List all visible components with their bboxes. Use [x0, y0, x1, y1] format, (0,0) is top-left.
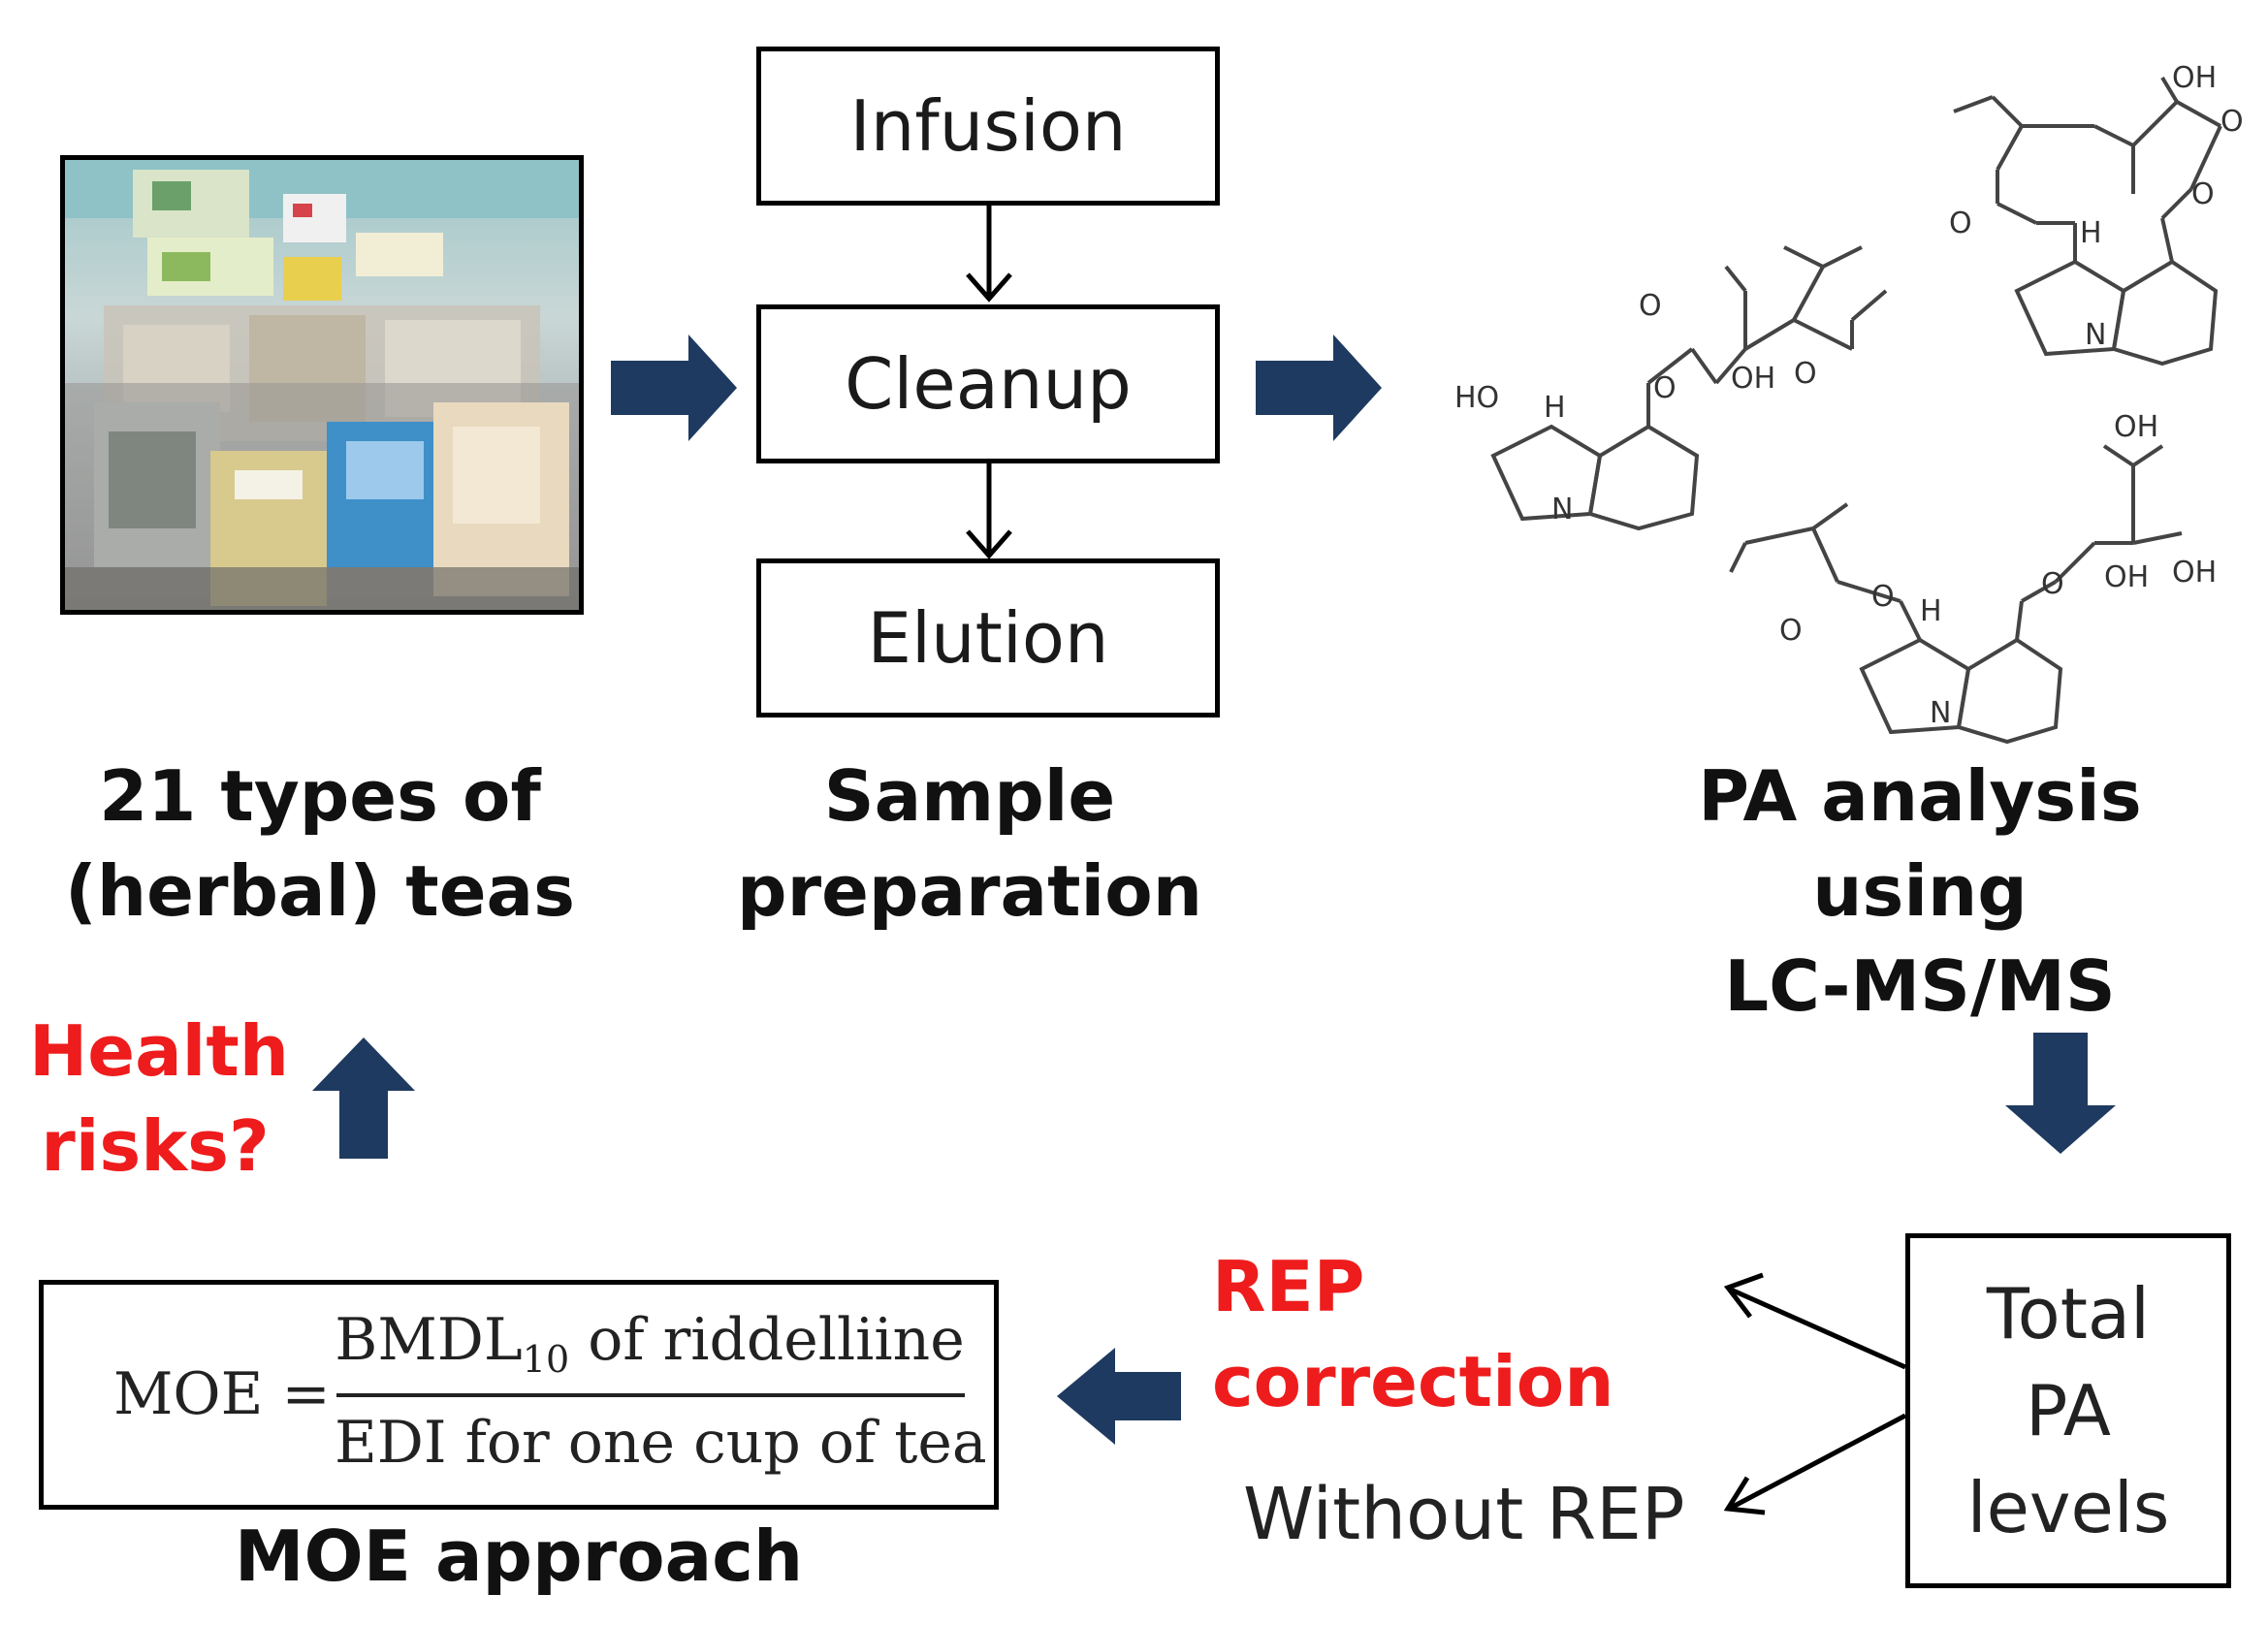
atom-label: OH — [2114, 410, 2158, 444]
total-pa-levels-text: Total PA levels — [1967, 1265, 2170, 1556]
branch-to-without-rep — [1729, 1413, 1907, 1511]
caption-sample-preparation: Sample preparation — [737, 749, 1202, 939]
arrow-prep-to-analysis — [1256, 335, 1382, 441]
atom-label: H — [2080, 216, 2102, 250]
caption-herbal-teas: 21 types of (herbal) teas — [58, 749, 582, 939]
numerator-subscript: 10 — [522, 1338, 570, 1381]
caption-line: MOE approach — [234, 1515, 804, 1597]
health-risks-line: Health — [29, 1010, 290, 1092]
total-pa-levels-box: Total PA levels — [1905, 1233, 2231, 1588]
health-risks-label: Health risks? — [29, 1004, 290, 1194]
atom-label: O — [2191, 177, 2215, 211]
step-infusion-label: Infusion — [849, 85, 1127, 167]
structure-molecule-top — [1953, 76, 2222, 367]
arrowhead-without — [1723, 1476, 1766, 1515]
atom-label: OH — [1731, 362, 1775, 396]
rep-correction-label: REP correction — [1212, 1239, 1716, 1429]
structure-molecule-bottom — [1729, 444, 2183, 745]
structure-atom-labels: HO H N O O OH O OH O O H N O OH O O O H … — [1454, 61, 2244, 730]
arrow-analysis-down — [2005, 1033, 2116, 1154]
caption-line: 21 types of — [99, 755, 541, 837]
atom-label: H — [1920, 594, 1942, 628]
moe-formula-denominator: EDI for one cup of tea — [335, 1409, 987, 1477]
step-elution-box: Elution — [756, 558, 1220, 717]
arrow-up-health — [312, 1037, 415, 1159]
step-elution-label: Elution — [867, 597, 1109, 679]
step-infusion-box: Infusion — [756, 47, 1220, 206]
tea-packages-image — [65, 160, 579, 610]
caption-line: Sample — [823, 755, 1116, 837]
atom-label: O — [1779, 614, 1803, 648]
numerator-rest: of riddelliine — [569, 1306, 965, 1374]
atom-label: O — [1639, 289, 1662, 323]
arrowhead-cleanup-elution — [966, 529, 1012, 559]
arrow-photo-to-prep — [611, 335, 737, 441]
without-rep-label: Without REP — [1243, 1473, 1685, 1556]
atom-label: N — [1930, 696, 1951, 730]
atom-label: O — [1653, 371, 1677, 405]
moe-formula-box: MOE = BMDL10 of riddelliine EDI for one … — [39, 1280, 999, 1510]
atom-label: HO — [1454, 381, 1499, 415]
moe-formula-lhs: MOE = — [113, 1360, 331, 1428]
fraction-bar — [336, 1393, 965, 1397]
atom-label: N — [1551, 493, 1573, 526]
caption-line: PA analysis using — [1698, 755, 2142, 932]
caption-line: preparation — [737, 850, 1202, 932]
arrow-to-moe — [1057, 1348, 1181, 1445]
moe-formula-numerator: BMDL10 of riddelliine — [335, 1306, 965, 1381]
herbal-tea-photo — [60, 155, 584, 615]
structure-molecule-left — [1490, 245, 1888, 531]
arrowhead-infusion-cleanup — [966, 272, 1012, 303]
step-cleanup-box: Cleanup — [756, 304, 1220, 463]
caption-line: LC-MS/MS — [1724, 945, 2116, 1027]
arrowhead-rep — [1723, 1272, 1764, 1319]
atom-label: OH — [2172, 556, 2217, 590]
atom-label: O — [1871, 580, 1895, 614]
total-pa-line: levels — [1966, 1467, 2170, 1548]
numerator-main: BMDL — [335, 1306, 523, 1374]
atom-label: O — [1794, 357, 1817, 391]
atom-label: O — [2220, 105, 2244, 139]
step-cleanup-label: Cleanup — [845, 343, 1132, 425]
branch-to-rep-correction — [1729, 1287, 1907, 1370]
atom-label: O — [2041, 567, 2064, 601]
caption-pa-analysis: PA analysis using LC-MS/MS — [1590, 749, 2250, 1034]
health-risks-line: risks? — [41, 1105, 270, 1187]
rep-correction-text: REP correction — [1212, 1246, 1614, 1422]
atom-label: N — [2085, 318, 2106, 352]
total-pa-line: Total — [1986, 1273, 2151, 1355]
atom-label: H — [1544, 391, 1566, 425]
atom-label: OH — [2172, 61, 2217, 95]
total-pa-line: PA — [2025, 1370, 2112, 1451]
atom-label: OH — [2104, 560, 2149, 594]
caption-moe-approach: MOE approach — [39, 1513, 999, 1600]
atom-label: O — [1949, 207, 1972, 240]
caption-line: (herbal) teas — [65, 850, 575, 932]
